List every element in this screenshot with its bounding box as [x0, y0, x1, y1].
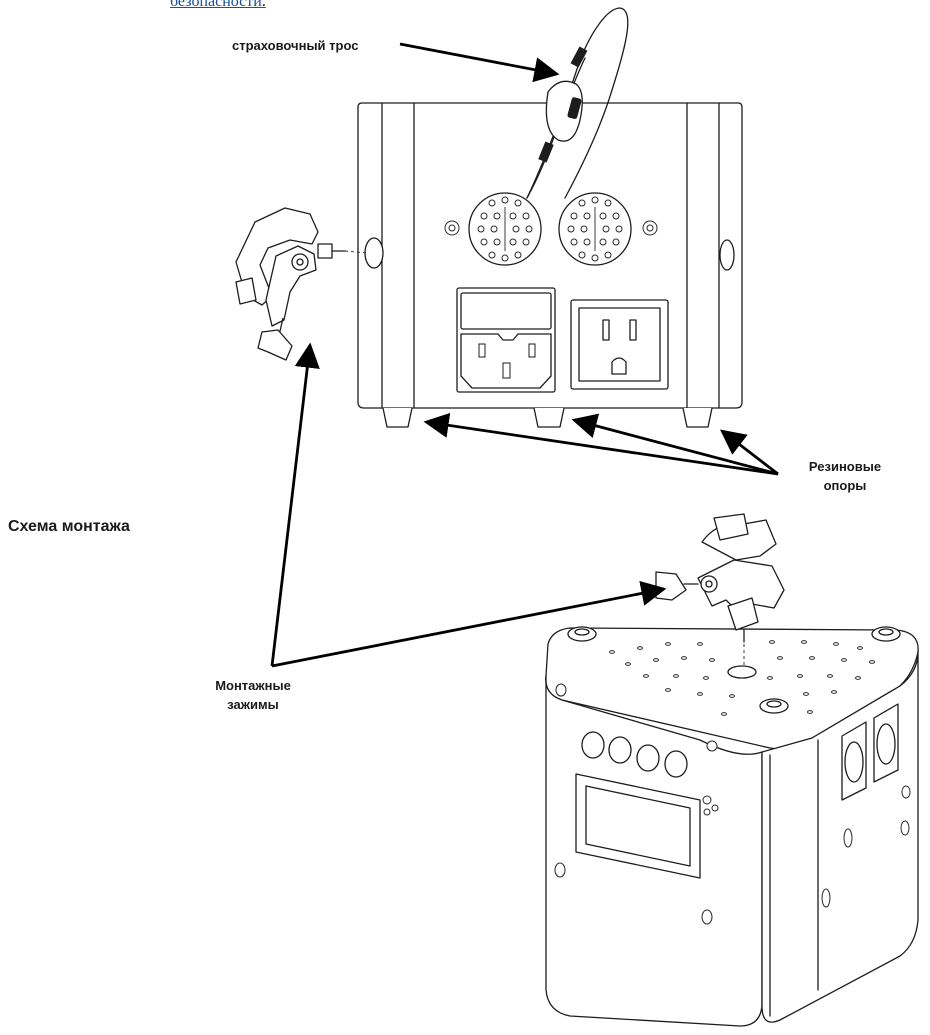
arrow-to-safety-cable	[399, 42, 560, 83]
mounting-clamp-right	[655, 513, 785, 668]
power-outlet	[570, 299, 669, 390]
side-knob-left	[364, 237, 384, 269]
mounting-clamps-label: Монтажные зажимы	[188, 676, 318, 714]
cable-ferrule-top	[570, 46, 588, 68]
safety-cable-label: страховочный трос	[232, 38, 359, 53]
arrow-to-left-clamp	[270, 342, 320, 667]
mounting-clamp-left	[235, 207, 369, 361]
dmx-connectors	[841, 703, 899, 801]
safety-link[interactable]: безопасности.	[170, 0, 266, 10]
rubber-foot-middle	[533, 407, 565, 428]
rubber-feet-label-line1: Резиновые	[808, 459, 882, 474]
vent-grille-right	[558, 192, 632, 266]
mounting-clamps-label-line1: Монтажные	[215, 678, 291, 693]
clamp-mount-hole	[727, 665, 757, 679]
fixture-3d	[545, 626, 919, 1027]
vent-grille-left	[468, 192, 542, 266]
power-inlet	[456, 287, 556, 393]
safety-cable	[526, 7, 629, 199]
arrow-to-right-clamp	[271, 581, 667, 668]
rubber-foot-right	[682, 407, 713, 428]
mounting-clamps-label-line2: зажимы	[227, 697, 279, 712]
rubber-foot-left	[382, 407, 413, 428]
annotation-arrows	[270, 42, 779, 668]
lcd-display	[575, 773, 701, 879]
arrow-to-left-foot	[423, 412, 779, 476]
diagram-title: Схема монтажа	[8, 518, 130, 535]
rubber-feet-label: Резиновые опоры	[790, 457, 900, 495]
cable-carabiner	[545, 80, 583, 142]
side-knob-right	[719, 239, 735, 271]
arrow-to-right-foot	[720, 429, 779, 476]
cable-ferrule-bottom	[538, 141, 554, 163]
fixture-rear-panel	[357, 102, 743, 428]
fuse-holder	[460, 292, 552, 330]
control-buttons	[581, 731, 688, 778]
rubber-feet-label-line2: опоры	[823, 478, 867, 493]
arrow-to-middle-foot	[571, 413, 779, 476]
